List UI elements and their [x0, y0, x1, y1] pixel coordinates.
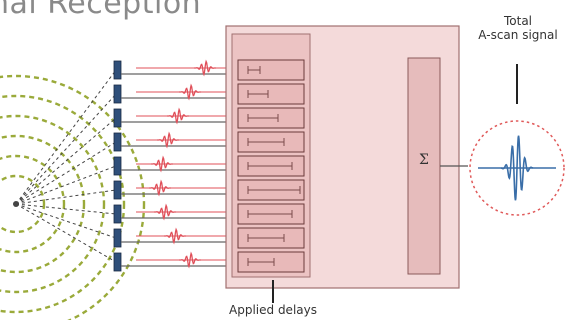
wavefront-arc [0, 174, 46, 234]
input-pulse [179, 83, 201, 101]
input-pulse [154, 203, 176, 221]
arrival-ray [15, 117, 117, 205]
input-pulse [157, 131, 179, 149]
transducer-element [113, 60, 122, 80]
input-pulse [164, 227, 186, 245]
arrival-ray [15, 69, 117, 205]
wavefront-arc [0, 114, 106, 294]
input-pulse [149, 179, 171, 197]
total-signal-label-line2: A-scan signal [478, 28, 558, 42]
delay-cell [237, 59, 305, 81]
applied-delays-label: Applied delays [229, 303, 317, 317]
sum-box [407, 57, 441, 275]
ascan-circle [469, 120, 565, 216]
arrival-rays [15, 69, 117, 263]
page-title: nal Reception [0, 0, 202, 21]
arrival-ray [15, 93, 117, 205]
delay-cell [237, 83, 305, 105]
transducer-element [113, 132, 122, 152]
transducer-element [113, 252, 122, 272]
transducer-element [113, 228, 122, 248]
wavefront-arcs [0, 74, 146, 320]
transducer-element [113, 180, 122, 200]
input-pulse [151, 155, 173, 173]
total-signal-label: Total A-scan signal [468, 14, 568, 42]
wavefront-arc [0, 94, 126, 314]
transducer-element [113, 156, 122, 176]
wavefront-arc [0, 134, 86, 274]
input-pulse [194, 59, 216, 77]
total-signal-label-line1: Total [503, 14, 533, 28]
arrival-ray [15, 203, 117, 263]
ascan-waveform [500, 135, 534, 201]
input-pulse [179, 251, 201, 269]
transducer-element [113, 84, 122, 104]
wavefront-arc [0, 154, 66, 254]
transducer-element [113, 108, 122, 128]
wavefront-arc [0, 74, 146, 320]
input-pulse [167, 107, 189, 125]
focal-point [13, 201, 19, 207]
arrival-ray [15, 189, 117, 205]
sum-symbol: Σ [419, 152, 429, 168]
arrival-ray [15, 141, 117, 205]
transducer-element [113, 204, 122, 224]
delay-cells [237, 59, 305, 273]
arrival-ray [15, 203, 117, 215]
